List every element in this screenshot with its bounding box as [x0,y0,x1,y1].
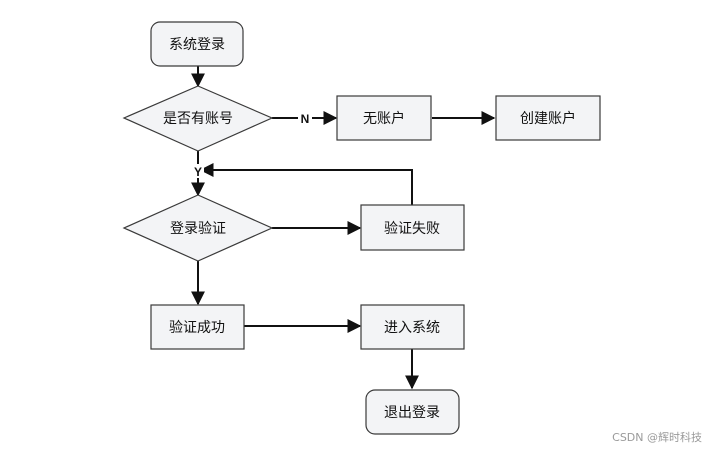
watermark: CSDN @辉时科技 [612,431,702,444]
node-start-label: 系统登录 [169,37,225,53]
node-verify-decision: 登录验证 [122,194,274,262]
edge-label-yes: Y [194,165,202,179]
node-verify-success-label: 验证成功 [169,320,225,336]
edge-failed-loop-back [199,163,413,205]
node-logout-label: 退出登录 [384,405,440,421]
node-start: 系统登录 [150,21,244,67]
node-create-account: 创建账户 [495,95,601,141]
node-logout: 退出登录 [365,389,460,435]
node-has-account-decision: 是否有账号 [122,85,274,152]
node-enter-system: 进入系统 [360,304,465,350]
edge-label-no: N [301,112,310,126]
node-has-account-label: 是否有账号 [163,111,233,127]
node-no-account-label: 无账户 [363,110,405,127]
node-create-account-label: 创建账户 [520,110,576,127]
node-enter-system-label: 进入系统 [384,320,440,336]
node-no-account: 无账户 [336,95,432,141]
node-verify-failed-label: 验证失败 [384,221,440,237]
node-verify-failed: 验证失败 [360,204,465,251]
node-verify-label: 登录验证 [170,221,226,237]
node-verify-success: 验证成功 [150,304,245,350]
